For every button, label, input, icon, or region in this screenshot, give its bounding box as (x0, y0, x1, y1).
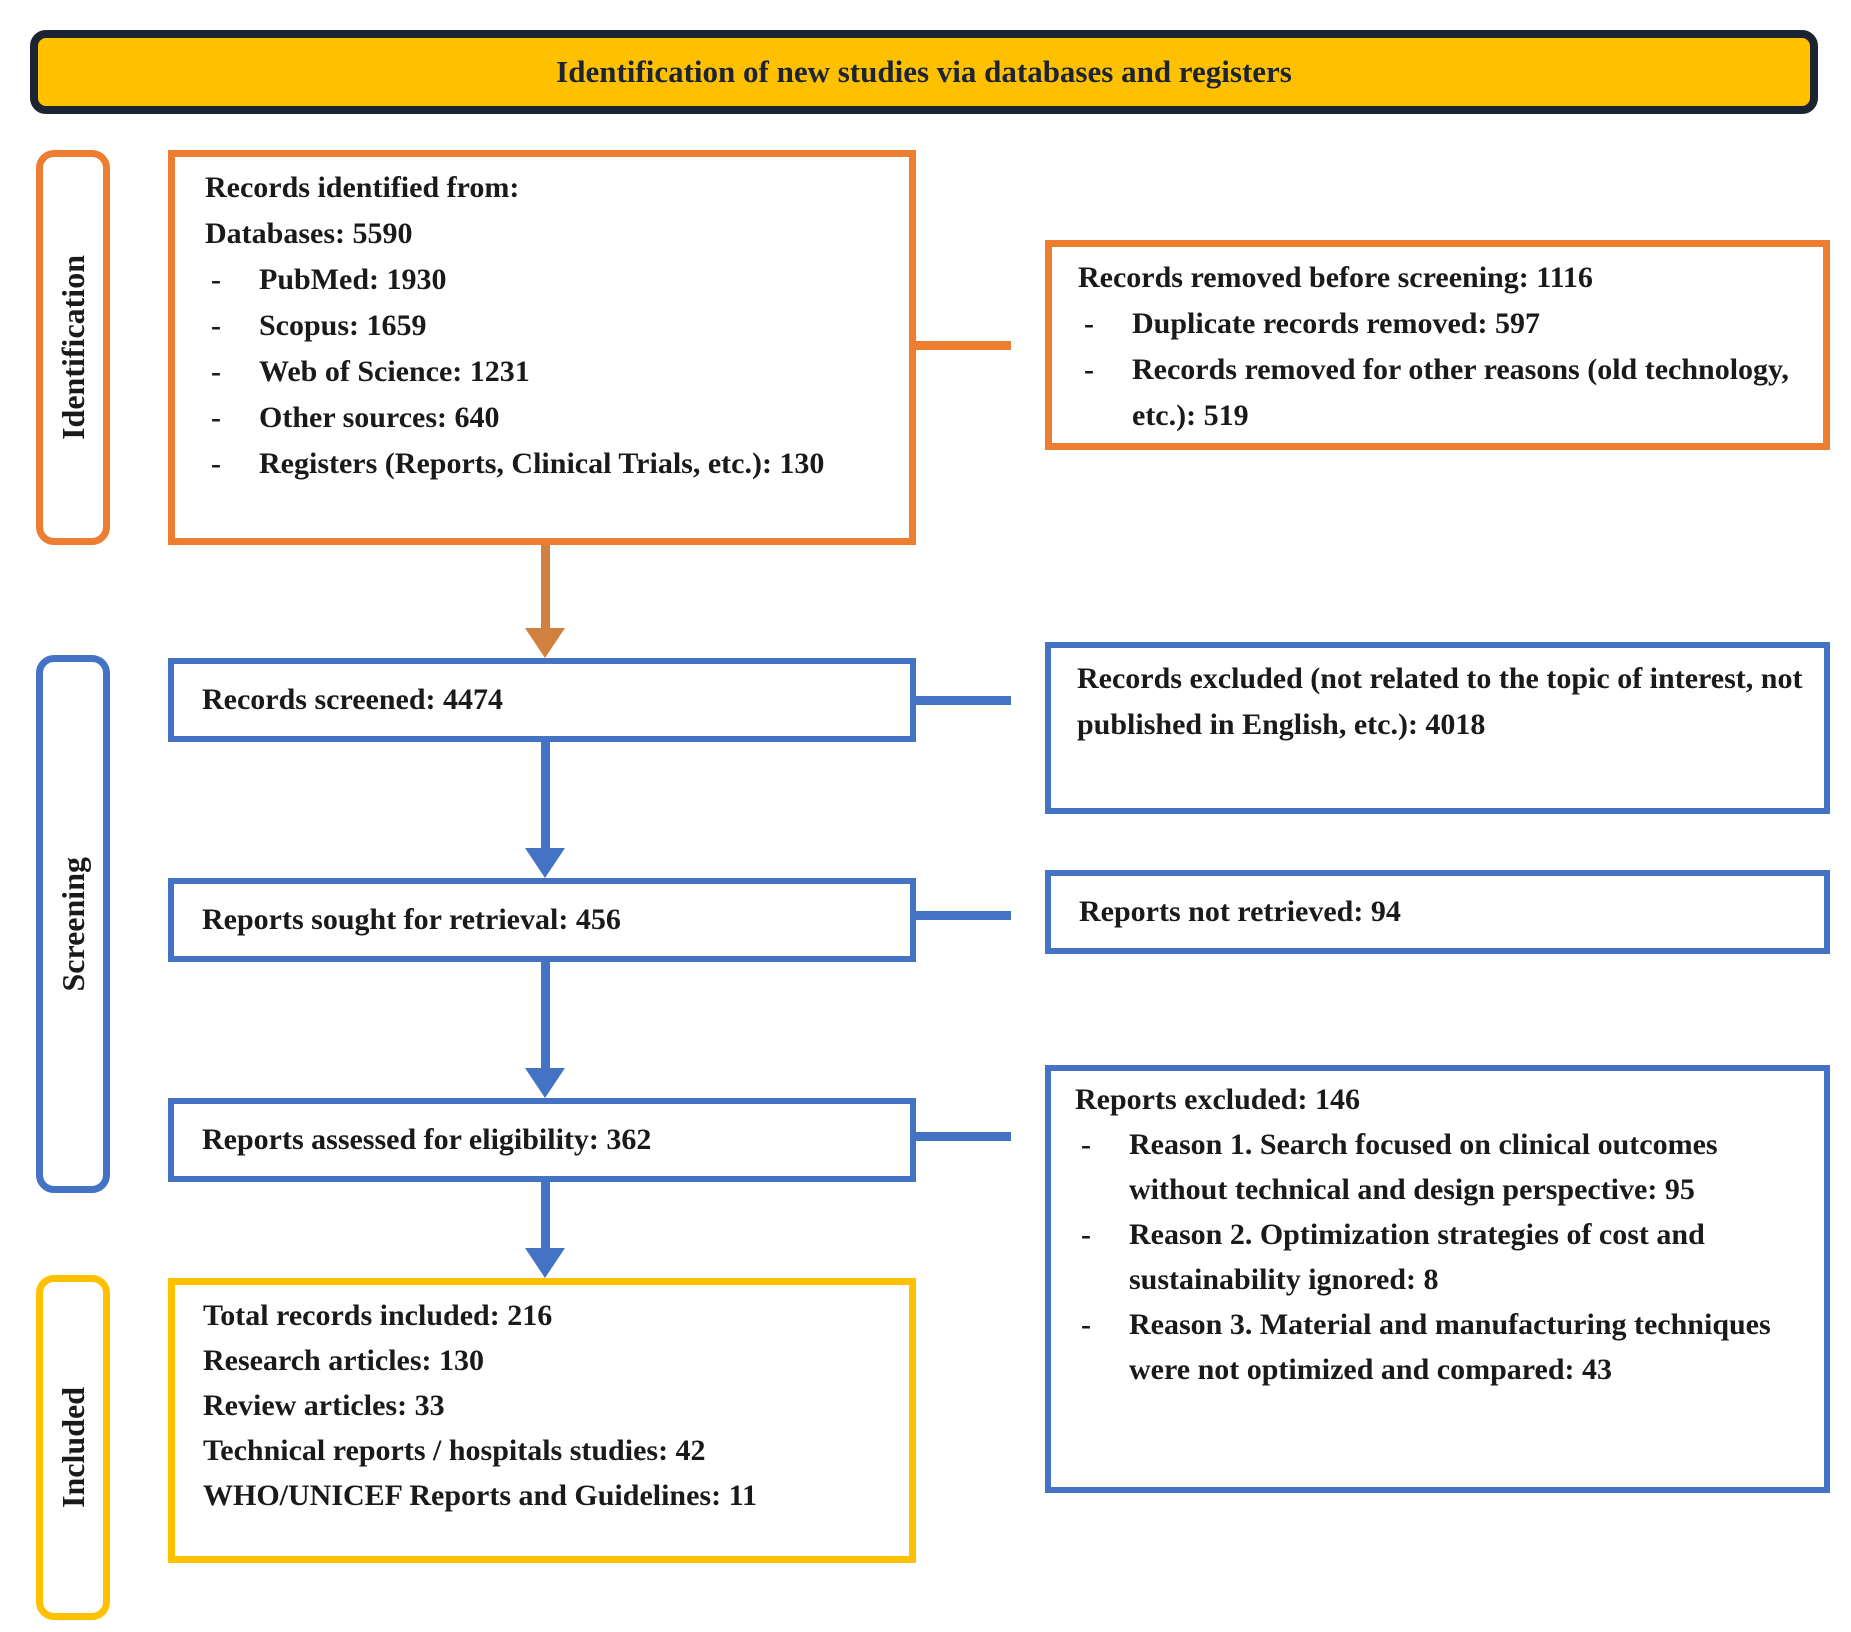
arrow-sought-to-not-retrieved (916, 897, 1045, 933)
stage-label-screening: Screening (36, 655, 110, 1193)
box-reports-sought: Reports sought for retrieval: 456 (168, 878, 916, 962)
arrow-screened-to-sought (525, 742, 565, 878)
bullet-item: - Duplicate records removed: 597 (1078, 301, 1805, 347)
bullet-text: Records removed for other reasons (old t… (1132, 353, 1789, 432)
bullet-dash: - (211, 401, 221, 434)
arrow-assessed-to-included (525, 1182, 565, 1278)
bullet-item: - Registers (Reports, Clinical Trials, e… (205, 441, 891, 487)
box-records-removed: Records removed before screening: 1116 -… (1045, 240, 1830, 450)
arrow-shaft (540, 545, 550, 628)
stage-label-identification: Identification (36, 150, 110, 545)
arrow-sought-to-assessed (525, 962, 565, 1098)
stage-label-included: Included (36, 1275, 110, 1620)
box-line: Total records included: 216 (203, 1299, 553, 1332)
bullet-text: Duplicate records removed: 597 (1132, 307, 1540, 340)
box-line: WHO/UNICEF Reports and Guidelines: 11 (203, 1479, 757, 1512)
bullet-item: - Scopus: 1659 (205, 303, 891, 349)
reports-sought-label: Reports sought for retrieval: 456 (202, 903, 621, 936)
box-line: Technical reports / hospitals studies: 4… (203, 1434, 706, 1467)
arrow-screened-to-excluded (916, 682, 1045, 718)
arrow-shaft (540, 962, 550, 1068)
reports-not-retrieved-label: Reports not retrieved: 94 (1079, 895, 1401, 928)
box-records-excluded: Records excluded (not related to the top… (1045, 642, 1830, 814)
arrow-identified-to-screened (525, 545, 565, 658)
bullet-text: Scopus: 1659 (259, 309, 427, 342)
bullet-dash: - (1084, 307, 1094, 340)
arrow-shaft (916, 695, 1011, 705)
bullet-text: Reason 1. Search focused on clinical out… (1129, 1128, 1718, 1206)
arrow-head-icon (525, 848, 565, 878)
bullet-dash: - (1081, 1308, 1091, 1341)
box-line: Review articles: 33 (203, 1389, 445, 1422)
box-line: Research articles: 130 (203, 1344, 485, 1377)
box-reports-excluded: Reports excluded: 146 - Reason 1. Search… (1045, 1065, 1830, 1493)
records-removed-lines: Records removed before screening: 1116 (1078, 255, 1805, 301)
bullet-item: - Records removed for other reasons (old… (1078, 347, 1805, 439)
stage-label-included-text: Included (54, 1387, 91, 1508)
records-removed-bullets: - Duplicate records removed: 597 - Recor… (1078, 301, 1805, 439)
bullet-dash: - (1081, 1128, 1091, 1161)
arrow-identified-to-removed (916, 327, 1045, 363)
title-banner-label: Identification of new studies via databa… (556, 54, 1292, 89)
bullet-item: - Reason 1. Search focused on clinical o… (1075, 1122, 1808, 1212)
bullet-dash: - (211, 309, 221, 342)
bullet-item: - Other sources: 640 (205, 395, 891, 441)
box-reports-assessed: Reports assessed for eligibility: 362 (168, 1098, 916, 1182)
box-line: Reports excluded: 146 (1075, 1083, 1360, 1116)
bullet-dash: - (211, 263, 221, 296)
box-records-screened: Records screened: 4474 (168, 658, 916, 742)
arrow-shaft (916, 1131, 1011, 1141)
reports-assessed-label: Reports assessed for eligibility: 362 (202, 1123, 652, 1156)
box-line: Records removed before screening: 1116 (1078, 261, 1593, 294)
reports-excluded-bullets: - Reason 1. Search focused on clinical o… (1075, 1122, 1808, 1392)
bullet-dash: - (1084, 353, 1094, 386)
arrow-assessed-to-reports-excluded (916, 1118, 1045, 1154)
arrow-shaft (916, 340, 1011, 350)
arrow-head-icon (525, 1248, 565, 1278)
arrow-shaft (540, 742, 550, 848)
bullet-text: Reason 2. Optimization strategies of cos… (1129, 1218, 1705, 1296)
reports-excluded-lines: Reports excluded: 146 (1075, 1077, 1808, 1122)
arrow-head-icon (525, 628, 565, 658)
box-reports-not-retrieved: Reports not retrieved: 94 (1045, 870, 1830, 954)
bullet-dash: - (211, 355, 221, 388)
title-banner: Identification of new studies via databa… (30, 30, 1818, 114)
box-line: Databases: 5590 (205, 217, 413, 250)
arrow-shaft (916, 910, 1011, 920)
records-identified-bullets: - PubMed: 1930 - Scopus: 1659 - Web of S… (205, 257, 891, 487)
box-line: Records identified from: (205, 171, 520, 204)
bullet-text: Reason 3. Material and manufacturing tec… (1129, 1308, 1771, 1386)
bullet-dash: - (1081, 1218, 1091, 1251)
bullet-text: Web of Science: 1231 (259, 355, 530, 388)
arrow-head-icon (525, 1068, 565, 1098)
bullet-item: - Reason 2. Optimization strategies of c… (1075, 1212, 1808, 1302)
box-total-included: Total records included: 216 Research art… (168, 1278, 916, 1563)
arrow-shaft (540, 1182, 550, 1248)
bullet-item: - PubMed: 1930 (205, 257, 891, 303)
total-included-lines: Total records included: 216 Research art… (203, 1293, 891, 1518)
box-records-identified: Records identified from: Databases: 5590… (168, 150, 916, 545)
bullet-text: Other sources: 640 (259, 401, 500, 434)
bullet-item: - Web of Science: 1231 (205, 349, 891, 395)
bullet-dash: - (211, 447, 221, 480)
records-screened-label: Records screened: 4474 (202, 683, 504, 716)
stage-label-identification-text: Identification (54, 255, 91, 440)
bullet-text: PubMed: 1930 (259, 263, 447, 296)
bullet-item: - Reason 3. Material and manufacturing t… (1075, 1302, 1808, 1392)
bullet-text: Registers (Reports, Clinical Trials, etc… (259, 447, 825, 480)
stage-label-screening-text: Screening (54, 856, 91, 992)
records-excluded-label: Records excluded (not related to the top… (1077, 662, 1803, 741)
records-identified-lines: Records identified from: Databases: 5590 (205, 165, 891, 257)
